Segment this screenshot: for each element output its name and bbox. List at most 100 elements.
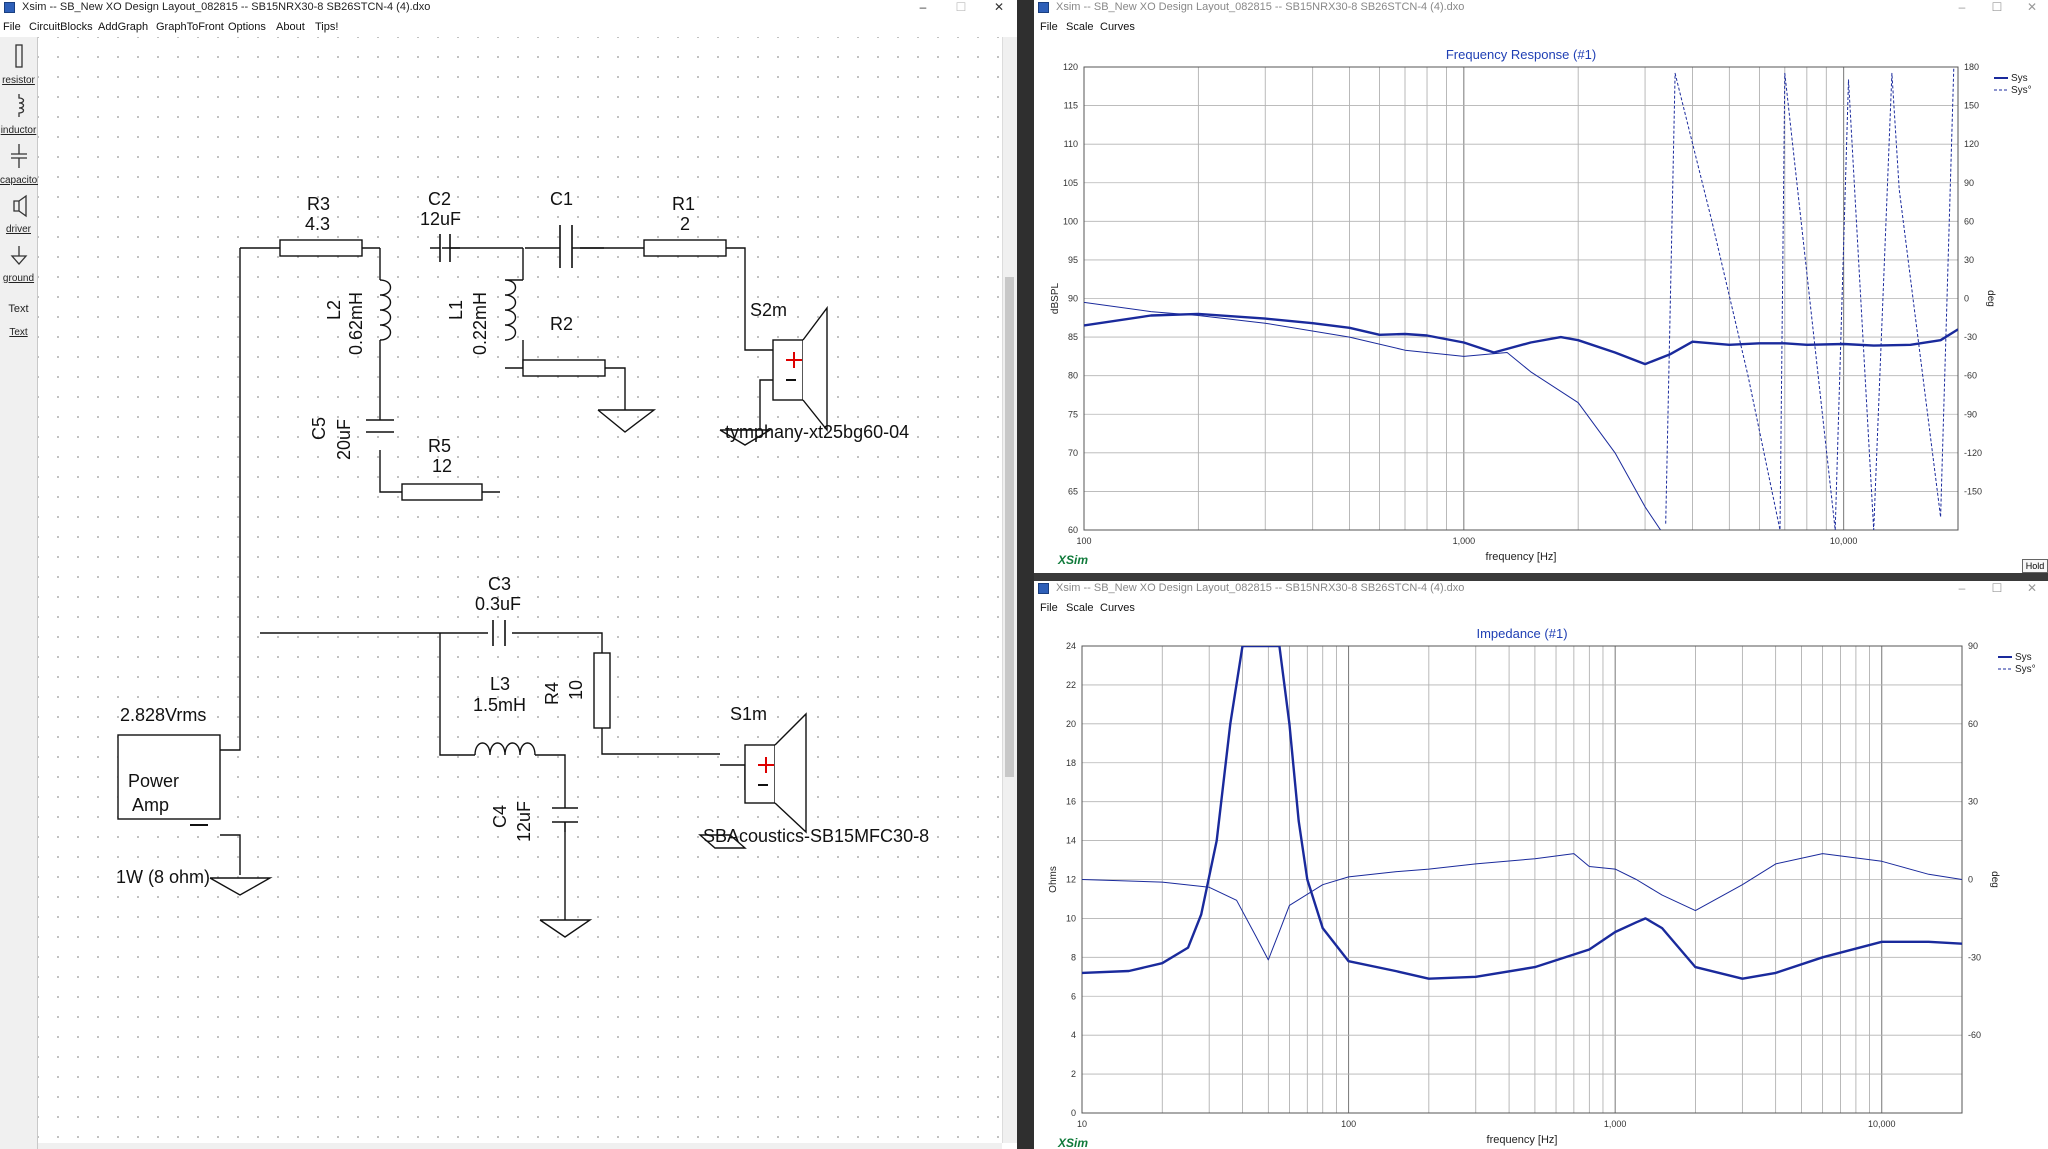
inductor-l3[interactable] <box>474 742 536 756</box>
c4-name: C4 <box>490 805 510 828</box>
y-tick-label: 85 <box>1068 332 1078 342</box>
hold-button[interactable]: Hold <box>2022 559 2048 573</box>
inductor-l1[interactable] <box>504 279 523 341</box>
y-tick-label: 16 <box>1066 797 1076 807</box>
resistor-r3[interactable] <box>279 239 363 257</box>
tool-driver[interactable]: driver <box>0 194 37 235</box>
c3-value: 0.3uF <box>475 594 521 614</box>
y-tick-label: 24 <box>1066 641 1076 651</box>
capacitor-c4[interactable] <box>552 807 578 832</box>
driver-s1m-cone <box>774 712 807 834</box>
menu-tips[interactable]: Tips! <box>315 21 339 33</box>
maximize-button[interactable]: ☐ <box>1991 581 2003 595</box>
menu-file[interactable]: File <box>3 21 21 33</box>
menu-scale[interactable]: Scale <box>1066 21 1094 33</box>
close-button[interactable]: ✕ <box>993 0 1005 14</box>
scroll-thumb[interactable] <box>1005 277 1014 777</box>
y2-tick-label: -60 <box>1964 371 1977 381</box>
vertical-scrollbar[interactable] <box>1002 37 1017 1143</box>
menu-curves[interactable]: Curves <box>1100 602 1135 614</box>
resistor-r2[interactable] <box>522 359 606 377</box>
plot-frame <box>1083 66 1959 531</box>
l1-name: L1 <box>446 300 466 320</box>
wire <box>240 247 780 351</box>
tool-text[interactable]: Text <box>0 302 37 315</box>
frequency-response-chart[interactable]: 6065707580859095100105110115120-150-120-… <box>1034 35 2048 573</box>
tool-label: ground <box>2 273 35 284</box>
tool-inductor[interactable]: inductor <box>0 93 37 136</box>
menu-circuitblocks[interactable]: CircuitBlocks <box>29 21 93 33</box>
maximize-button[interactable]: ☐ <box>1991 0 2003 14</box>
y2-axis-label: deg <box>1989 871 2000 888</box>
component-toolbox: resistor inductor capacitor driver groun… <box>0 37 41 1149</box>
menu-scale[interactable]: Scale <box>1066 602 1094 614</box>
xsim-app-icon <box>1038 2 1049 13</box>
tool-capacitor[interactable]: capacitor <box>0 143 41 186</box>
wire <box>379 248 402 493</box>
maximize-button[interactable]: ☐ <box>955 0 967 14</box>
menu-graphtofront[interactable]: GraphToFront <box>156 21 224 33</box>
frequency-response-window: Xsim -- SB_New XO Design Layout_082815 -… <box>1034 0 2048 573</box>
resistor-r5[interactable] <box>401 483 483 501</box>
y-tick-label: 22 <box>1066 680 1076 690</box>
xsim-brand-label: XSim <box>1057 1136 1088 1149</box>
schematic-canvas[interactable] <box>38 37 1016 1143</box>
wire <box>505 248 524 369</box>
window-title: Xsim -- SB_New XO Design Layout_082815 -… <box>22 1 431 13</box>
r1-value: 2 <box>680 214 690 234</box>
wire <box>220 248 241 751</box>
minimize-button[interactable]: – <box>1958 0 1966 14</box>
capacitor-c1[interactable] <box>525 225 604 268</box>
y-tick-label: 12 <box>1066 875 1076 885</box>
menu-options[interactable]: Options <box>228 21 266 33</box>
minimize-button[interactable]: – <box>919 0 927 14</box>
resistor-icon <box>14 44 23 68</box>
amp-label-line1: Power <box>128 771 179 791</box>
tool-ground[interactable]: ground <box>0 245 37 284</box>
capacitor-c3[interactable] <box>492 620 506 646</box>
title-bar: Xsim -- SB_New XO Design Layout_082815 -… <box>0 0 1017 15</box>
amp-label-line2: Amp <box>132 795 169 815</box>
x-tick-label: 1,000 <box>1604 1119 1627 1129</box>
s1m-name: S1m <box>730 704 767 724</box>
menu-about[interactable]: About <box>276 21 305 33</box>
menu-file[interactable]: File <box>1040 21 1058 33</box>
capacitor-icon <box>10 144 27 168</box>
y-tick-label: 14 <box>1066 836 1076 846</box>
minimize-button[interactable]: – <box>1958 581 1966 595</box>
capacitor-c2[interactable] <box>430 234 460 262</box>
close-button[interactable]: ✕ <box>2026 0 2038 14</box>
plus-icon <box>786 352 802 368</box>
window-gap <box>1017 0 1034 1149</box>
y2-tick-label: 0 <box>1968 875 1973 885</box>
menu-curves[interactable]: Curves <box>1100 21 1135 33</box>
c4-value: 12uF <box>514 801 534 842</box>
y-tick-label: 8 <box>1071 952 1076 962</box>
resistor-r4[interactable] <box>593 652 611 729</box>
close-button[interactable]: ✕ <box>2026 581 2038 595</box>
horizontal-scrollbar[interactable] <box>38 1143 1002 1149</box>
power-amp[interactable] <box>117 734 221 820</box>
menu-bar: File Scale Curves <box>1034 600 2048 616</box>
driver-s1m-body[interactable] <box>744 744 776 804</box>
wire <box>720 764 746 790</box>
capacitor-c5[interactable] <box>366 419 394 433</box>
window-title: Xsim -- SB_New XO Design Layout_082815 -… <box>1056 582 1465 594</box>
tool-text-2[interactable]: Text <box>0 326 37 338</box>
c1-name: C1 <box>550 189 573 209</box>
menu-file[interactable]: File <box>1040 602 1058 614</box>
xsim-app-icon <box>1038 583 1049 594</box>
y2-tick-label: 90 <box>1968 641 1978 651</box>
s1m-model: SBAcoustics-SB15MFC30-8 <box>703 826 929 846</box>
series-line-sys <box>1082 853 1962 961</box>
y-tick-label: 70 <box>1068 448 1078 458</box>
driver-s2m-body[interactable] <box>772 339 804 401</box>
chart-title: Frequency Response (#1) <box>1446 47 1596 62</box>
l3-name: L3 <box>490 674 510 694</box>
resistor-r1[interactable] <box>643 239 727 257</box>
y-tick-label: 75 <box>1068 409 1078 419</box>
menu-addgraph[interactable]: AddGraph <box>98 21 149 33</box>
tool-resistor[interactable]: resistor <box>0 43 37 86</box>
inductor-l2[interactable] <box>379 279 392 341</box>
